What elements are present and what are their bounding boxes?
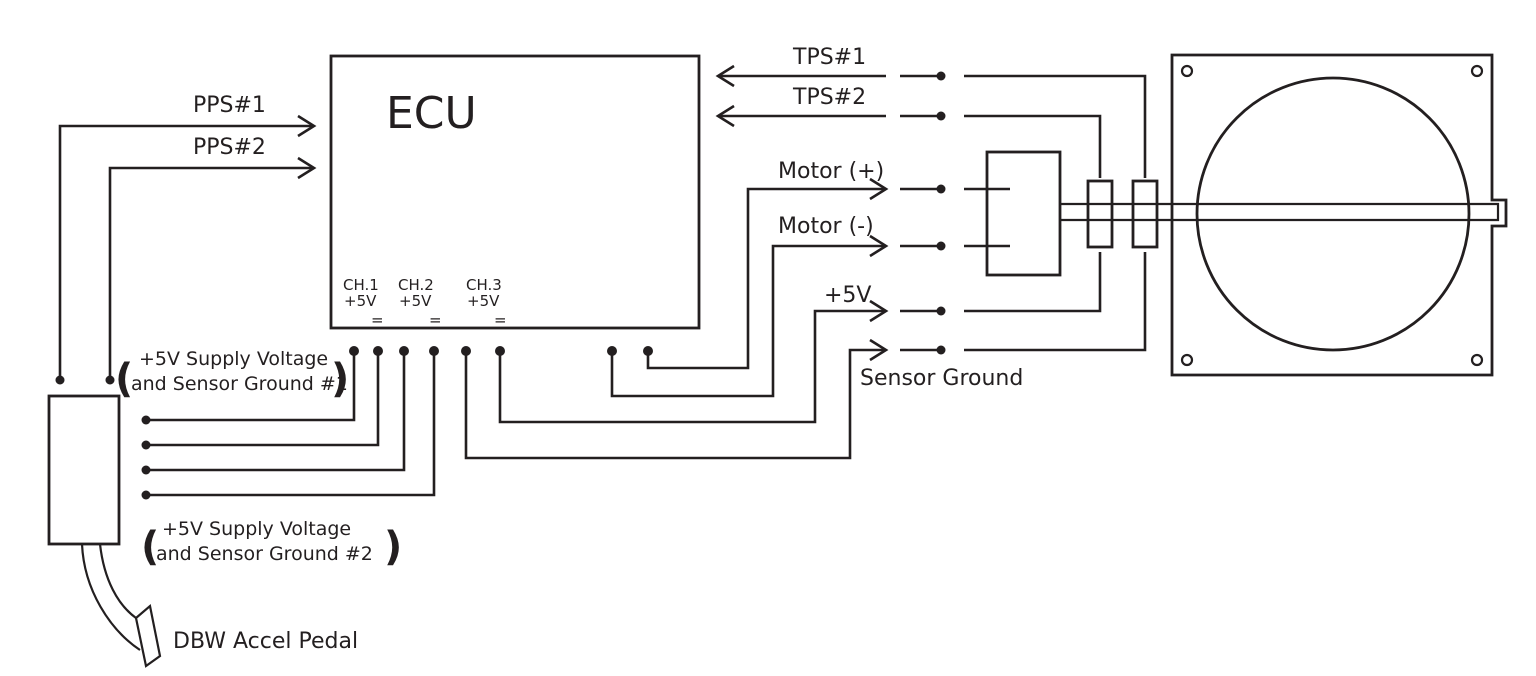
- channel-2-ground-symbol: =: [429, 311, 442, 329]
- channel-1-voltage: +5V: [344, 292, 377, 310]
- ecu-label: ECU: [386, 88, 477, 139]
- motor-negative-wire: Motor (-): [610, 214, 889, 398]
- group1-line2: and Sensor Ground #1: [131, 373, 348, 395]
- ecu-channel-2: CH.2 +5V =: [398, 276, 442, 329]
- ecu-channel-1: CH.1 +5V =: [343, 276, 384, 329]
- group2-line2: and Sensor Ground #2: [156, 543, 373, 565]
- pedal-label: DBW Accel Pedal: [173, 629, 358, 654]
- ecu-unit: ECU CH.1 +5V = CH.2 +5V = CH.3 +5V =: [329, 54, 701, 330]
- channel-3-voltage: +5V: [467, 292, 500, 310]
- ecu-box: [329, 54, 701, 330]
- channel-3-ground-symbol: =: [494, 311, 507, 329]
- group1-paren-close: ): [331, 356, 349, 402]
- channel-2-voltage: +5V: [399, 292, 432, 310]
- throttle-supply-wire: +5V: [498, 283, 889, 424]
- group1-paren-open: (: [115, 356, 133, 402]
- tps2-wire: TPS#2: [715, 85, 886, 128]
- channel-1-name: CH.1: [343, 276, 379, 294]
- pps1-label: PPS#1: [193, 93, 266, 118]
- supply-label: +5V: [824, 283, 871, 308]
- motor-positive-wire: Motor (+): [646, 159, 889, 370]
- pps1-wire: PPS#1: [55, 93, 317, 385]
- throttle-sensor-ground-wire: Sensor Ground: [464, 338, 1023, 460]
- group2-label: ( +5V Supply Voltage and Sensor Ground #…: [141, 518, 402, 570]
- tps1-wire: TPS#1: [715, 45, 886, 88]
- sensor-ground-label: Sensor Ground: [860, 366, 1023, 391]
- throttle-position-sensors: [1086, 179, 1159, 249]
- group2-line1: +5V Supply Voltage: [162, 518, 351, 540]
- connector-breaks: [900, 71, 946, 355]
- throttle-shaft: [1060, 202, 1500, 222]
- group2-paren-open: (: [141, 524, 159, 570]
- ecu-channel-3: CH.3 +5V =: [466, 276, 507, 329]
- motor-negative-label: Motor (-): [778, 214, 874, 239]
- pedal-cable-icon: [80, 543, 162, 668]
- pps2-wire: PPS#2: [105, 135, 317, 385]
- channel-2-name: CH.2: [398, 276, 434, 294]
- channel-1-ground-symbol: =: [371, 311, 384, 329]
- pedal-sensor-box: [47, 394, 121, 546]
- pps2-label: PPS#2: [193, 135, 266, 160]
- tps2-label: TPS#2: [792, 85, 866, 110]
- throttle-motor-box: [985, 150, 1062, 277]
- tps1-label: TPS#1: [792, 45, 866, 70]
- throttle-side-wires: [964, 74, 1147, 352]
- motor-positive-label: Motor (+): [778, 159, 884, 184]
- group1-line1: +5V Supply Voltage: [139, 348, 328, 370]
- group2-paren-close: ): [384, 524, 402, 570]
- channel-3-name: CH.3: [466, 276, 502, 294]
- group1-label: ( +5V Supply Voltage and Sensor Ground #…: [115, 348, 349, 402]
- throttle-body-housing: [1170, 53, 1508, 377]
